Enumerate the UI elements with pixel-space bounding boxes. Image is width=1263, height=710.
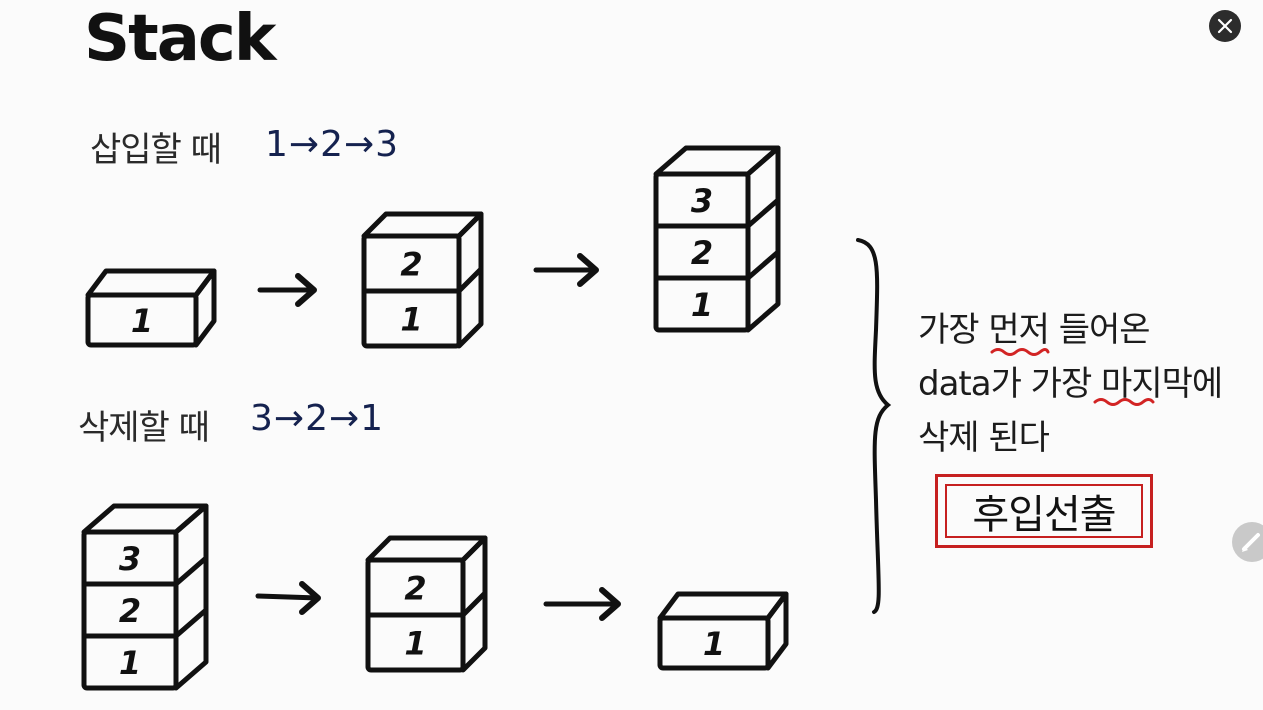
- box-side: [176, 506, 206, 688]
- note-line-3: 삭제 된다: [918, 410, 1049, 459]
- insert-arrow-1: [260, 276, 314, 304]
- close-icon: [1209, 10, 1241, 42]
- box-label-1: 1: [119, 644, 141, 682]
- delete-stack-3: 1: [660, 594, 786, 668]
- lifo-label: 후입선출: [972, 482, 1115, 540]
- box-label-2: 2: [691, 234, 713, 272]
- delete-arrow-1: [258, 584, 318, 612]
- edit-button[interactable]: [1232, 522, 1263, 562]
- delete-stack-1: 3 2 1: [84, 506, 206, 688]
- box-label-2: 2: [400, 246, 422, 284]
- box-label-1: 1: [131, 302, 153, 340]
- insert-stack-2: 21: [364, 214, 481, 346]
- box-label-3: 3: [691, 182, 713, 220]
- box-divider-side: [176, 558, 206, 584]
- box-label-1: 1: [400, 301, 422, 339]
- delete-stack-2: 21: [368, 538, 485, 670]
- box-label-3: 3: [119, 540, 141, 578]
- box-label-2: 2: [404, 570, 426, 608]
- box-divider-side: [176, 610, 206, 636]
- lifo-stamp: 후입선출: [935, 474, 1153, 548]
- box-side: [196, 271, 214, 345]
- box-top: [660, 594, 786, 618]
- box-label-1: 1: [691, 286, 713, 324]
- box-side: [748, 148, 778, 330]
- box-divider-side: [748, 252, 778, 278]
- box-divider-side: [459, 269, 481, 291]
- box-divider-side: [463, 593, 485, 615]
- insert-stack-3: 3 2 1: [656, 148, 778, 330]
- box-label-1: 1: [703, 625, 725, 663]
- pencil-icon: [1232, 522, 1263, 562]
- curly-brace: [858, 240, 888, 612]
- note-line-2: data가 가장 마지막에: [918, 356, 1222, 405]
- insert-arrow-2: [536, 256, 596, 284]
- delete-arrow-2: [546, 590, 618, 618]
- box-label-2: 2: [119, 592, 141, 630]
- box-divider-side: [748, 200, 778, 226]
- box-top: [88, 271, 214, 295]
- box-label-1: 1: [404, 625, 426, 663]
- close-button[interactable]: [1209, 10, 1241, 42]
- insert-stack-1: 1: [88, 271, 214, 345]
- arrow-shaft: [258, 596, 318, 598]
- box-side: [768, 594, 786, 668]
- note-line-1: 가장 먼저 들어온: [918, 302, 1150, 351]
